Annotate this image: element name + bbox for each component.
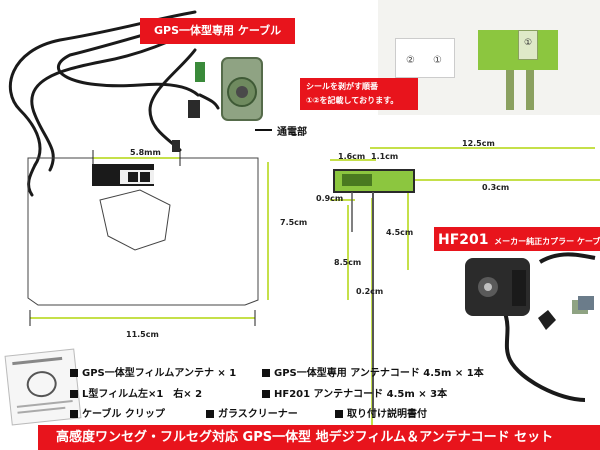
power-label: 通電部 <box>277 127 307 138</box>
dim-0-9cm: 0.9cm <box>316 194 344 203</box>
dim-7-5cm: 7.5cm <box>280 218 308 227</box>
seal-number-2: ② <box>406 55 415 66</box>
contents-item-5: ケーブル クリップ <box>70 405 165 420</box>
dim-8-5cm: 8.5cm <box>334 258 362 267</box>
contents-item-4: HF201 アンテナコード 4.5m × 3本 <box>262 385 447 400</box>
dim-0-3cm: 0.3cm <box>482 183 510 192</box>
hf201-brand: HF201 <box>438 232 489 248</box>
seal-note-line2: ①②を記載しております。 <box>306 96 399 105</box>
seal-number-1-left: ① <box>433 55 442 66</box>
hf201-label: HF201 メーカー純正カプラー ケーブル <box>434 227 600 251</box>
dim-0-2cm: 0.2cm <box>356 287 384 296</box>
contents-item-6: ガラスクリーナー <box>206 405 298 420</box>
contents-item-2: GPS一体型専用 アンテナコード 4.5m × 1本 <box>262 364 484 379</box>
seal-note-line1: シールを剥がす順番 <box>306 82 378 91</box>
hf201-desc: メーカー純正カプラー ケーブル <box>494 237 600 246</box>
plug-green <box>195 62 205 82</box>
dim-4-5cm: 4.5cm <box>386 228 414 237</box>
seal-number-1: ① <box>524 38 533 48</box>
seal-note-label: シールを剥がす順番 ①②を記載しております。 <box>300 78 418 110</box>
dim-1-1cm: 1.1cm <box>371 152 399 161</box>
cable-title-label: GPS一体型専用 ケーブル <box>140 18 296 44</box>
dim-1-6cm: 1.6cm <box>338 152 366 161</box>
dim-5-8mm: 5.8mm <box>130 148 161 157</box>
contents-item-1: GPS一体型フィルムアンテナ × 1 <box>70 364 236 379</box>
dim-11-5cm: 11.5cm <box>126 330 159 339</box>
dim-12-5cm: 12.5cm <box>462 139 495 148</box>
bottom-banner: 高感度ワンセグ・フルセグ対応 GPS一体型 地デジフィルム＆アンテナコード セッ… <box>38 425 600 450</box>
contents-item-7: 取り付け説明書付 <box>335 405 427 420</box>
contents-item-3: L型フィルム左×1 右× 2 <box>70 385 202 400</box>
